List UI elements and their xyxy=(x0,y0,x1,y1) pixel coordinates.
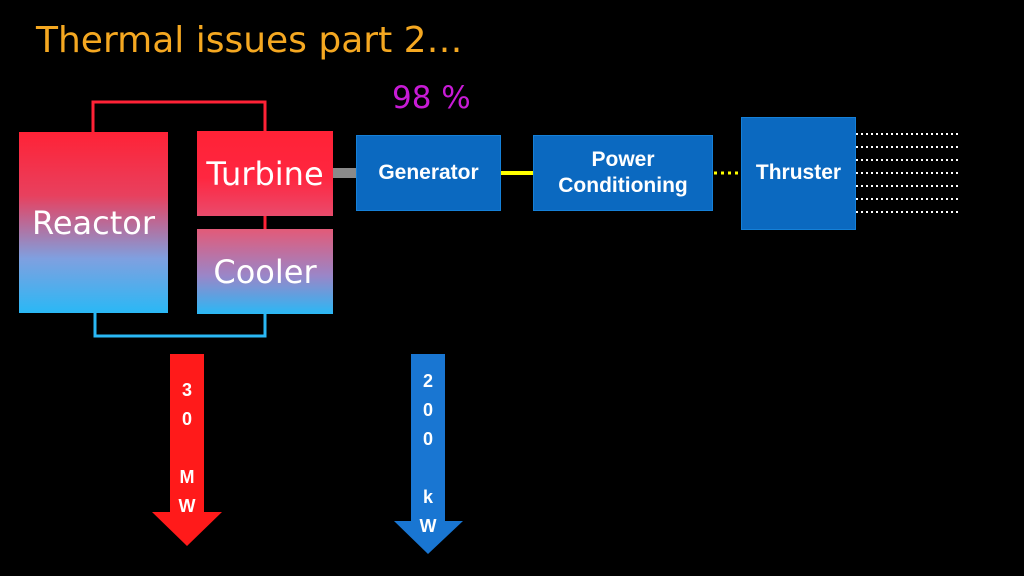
shaft-connector xyxy=(333,168,356,178)
cooler-block: Cooler xyxy=(197,229,333,314)
cold-loop-line xyxy=(93,313,267,338)
generator-loss-label: 2 0 0 k W xyxy=(419,371,437,536)
efficiency-label: 98 % xyxy=(392,80,471,116)
turbine-block: Turbine xyxy=(197,131,333,216)
power-conditioning-label: Power Conditioning xyxy=(558,147,688,197)
generator-block: Generator xyxy=(356,135,501,211)
waste-heat-arrow xyxy=(152,354,222,546)
reactor-label: Reactor xyxy=(32,203,155,242)
thruster-block: Thruster xyxy=(741,117,856,230)
thruster-label: Thruster xyxy=(755,161,842,185)
reactor-block: Reactor xyxy=(19,132,168,313)
generator-loss-arrow xyxy=(394,354,463,554)
power-conditioning-block: Power Conditioning xyxy=(533,135,713,211)
thruster-exhaust xyxy=(856,133,960,213)
slide-title: Thermal issues part 2… xyxy=(36,20,463,61)
turbine-label: Turbine xyxy=(206,154,324,193)
generator-label: Generator xyxy=(378,160,479,184)
cooler-label: Cooler xyxy=(213,252,317,291)
hot-loop-line xyxy=(91,100,267,132)
waste-heat-label: 3 0 M W xyxy=(178,380,196,516)
